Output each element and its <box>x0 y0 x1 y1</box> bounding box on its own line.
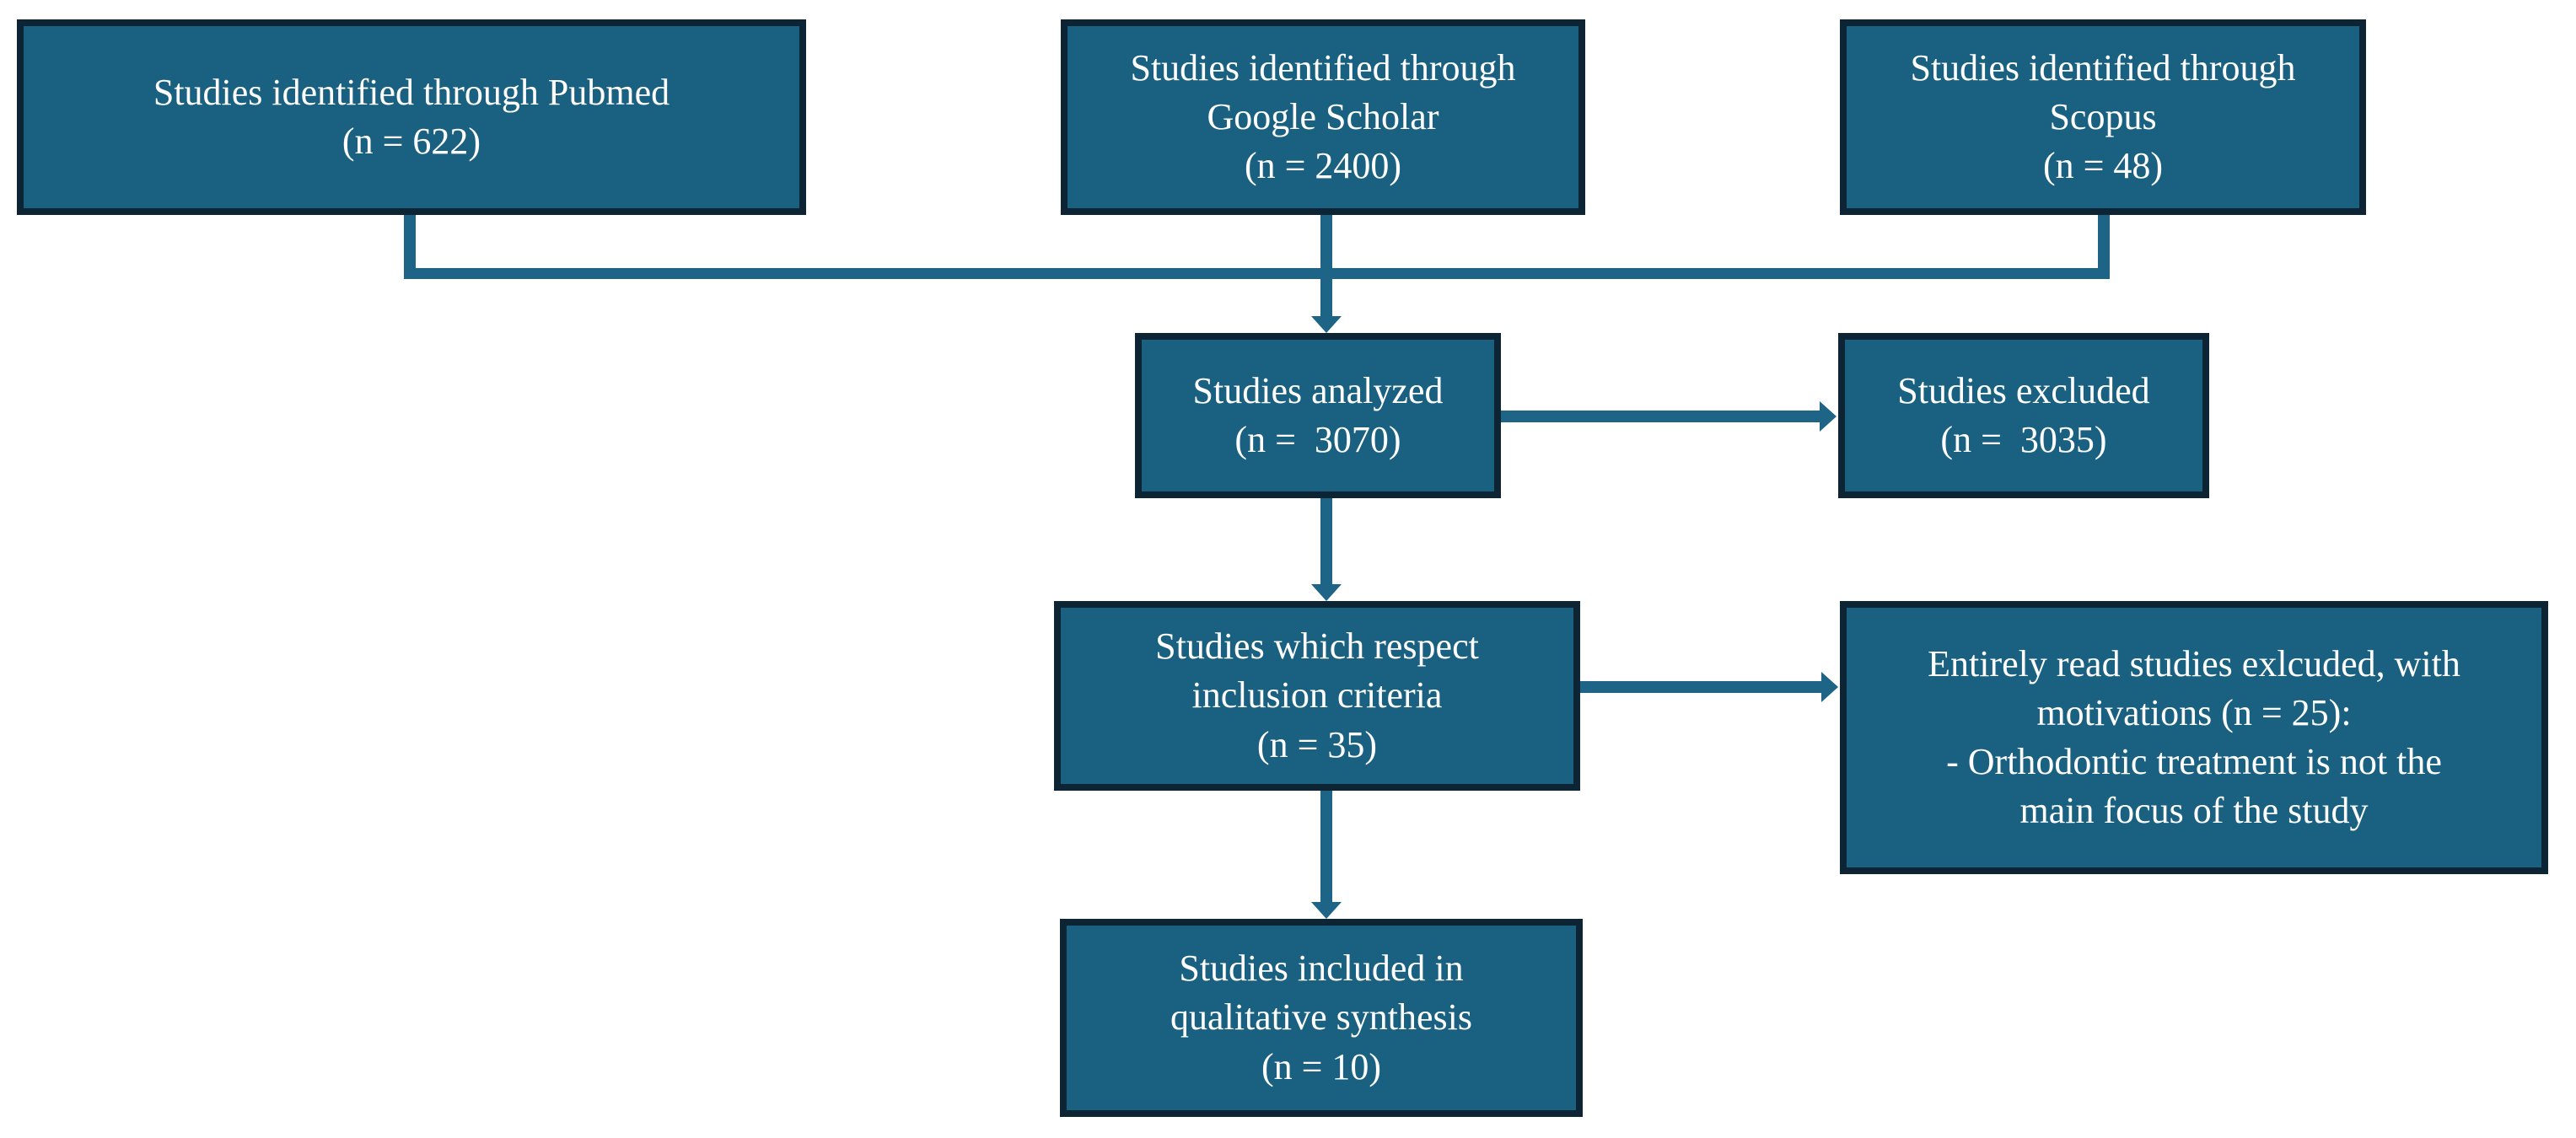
node-fulltext-excluded: Entirely read studies exlcuded, with mot… <box>1840 601 2548 874</box>
node-google-scholar: Studies identified through Google Schola… <box>1061 19 1585 215</box>
node-excluded: Studies excluded (n = 3035) <box>1838 333 2209 498</box>
connector-analyzed-to-excluded <box>1501 411 1820 422</box>
node-analyzed: Studies analyzed (n = 3070) <box>1135 333 1501 498</box>
arrowhead-to-analyzed <box>1311 316 1342 333</box>
connector-pubmed-down <box>404 215 416 279</box>
connector-google-down <box>1320 215 1332 316</box>
connector-scopus-down <box>2098 215 2110 279</box>
connector-inclusion-to-fulltext-excluded <box>1580 681 1821 693</box>
node-inclusion-criteria: Studies which respect inclusion criteria… <box>1054 601 1580 791</box>
node-pubmed: Studies identified through Pubmed (n = 6… <box>17 19 806 215</box>
node-scopus: Studies identified through Scopus (n = 4… <box>1840 19 2366 215</box>
node-qualitative-synthesis: Studies included in qualitative synthesi… <box>1060 919 1583 1117</box>
arrowhead-to-fulltext-excluded <box>1821 672 1838 702</box>
connector-inclusion-down <box>1320 791 1332 902</box>
arrowhead-to-inclusion <box>1311 584 1342 601</box>
arrowhead-to-excluded <box>1820 401 1837 432</box>
connector-analyzed-down <box>1320 498 1332 584</box>
connector-merge-bus <box>404 268 2110 279</box>
arrowhead-to-synthesis <box>1311 902 1342 919</box>
